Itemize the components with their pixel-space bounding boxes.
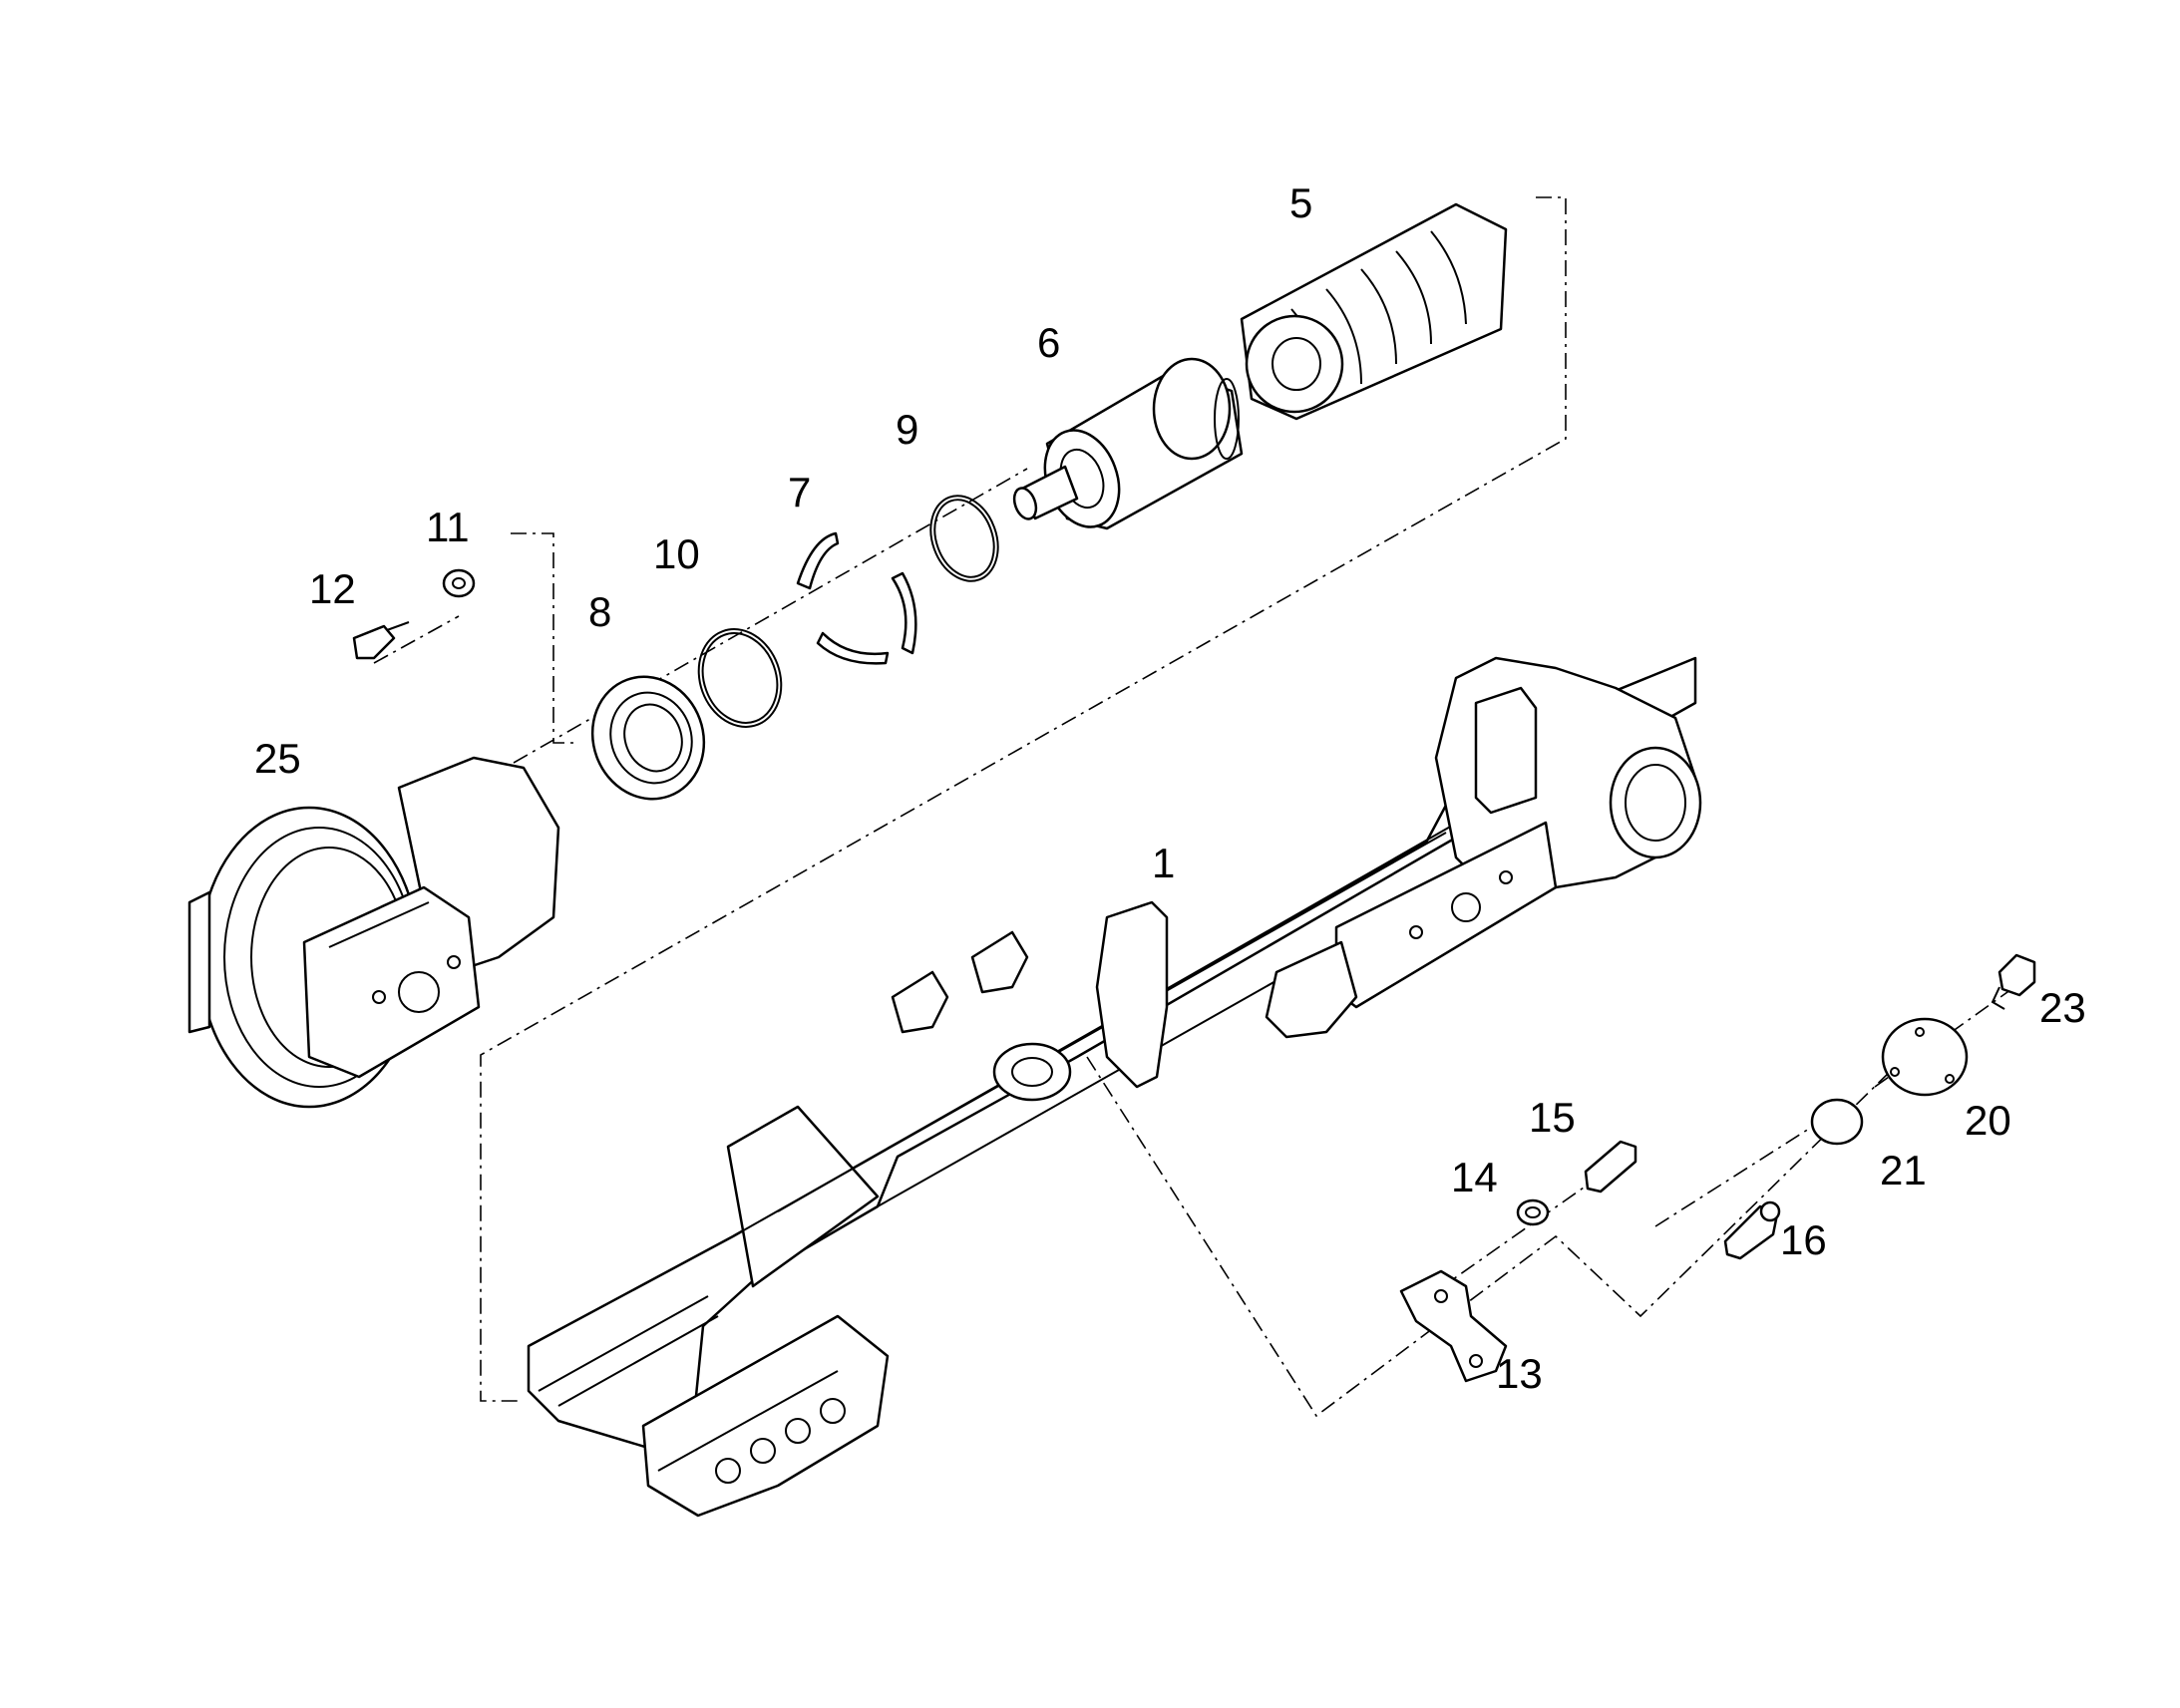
- callout-23: 23: [2039, 984, 2086, 1031]
- washer-part-11: [442, 568, 476, 598]
- o-ring-part-21: [1810, 1098, 1864, 1146]
- cover-plate-part-20: [1881, 1017, 1969, 1097]
- split-rings-part-7: [796, 531, 917, 665]
- callout-20: 20: [1965, 1097, 2011, 1144]
- seal-part-8: [590, 675, 706, 801]
- callout-labels: 1 5 6 7 8 9 10 11 12 13 14 15 16 20 21 2…: [254, 179, 2086, 1397]
- callout-14: 14: [1451, 1154, 1498, 1200]
- bolt-part-15: [1584, 1140, 1637, 1194]
- grease-fitting-part-16: [1723, 1200, 1781, 1260]
- plug-part-23: [1991, 953, 2036, 1010]
- callout-11: 11: [426, 504, 470, 550]
- cylinder-part-6: [1012, 357, 1244, 530]
- spring-part-5: [1240, 202, 1508, 421]
- callout-5: 5: [1289, 179, 1312, 226]
- callout-9: 9: [896, 406, 918, 453]
- callout-12: 12: [309, 565, 356, 612]
- callout-15: 15: [1529, 1094, 1576, 1141]
- o-ring-part-10: [697, 628, 783, 728]
- callout-16: 16: [1780, 1216, 1827, 1263]
- callout-6: 6: [1037, 319, 1060, 366]
- callout-25: 25: [254, 735, 301, 782]
- callout-7: 7: [788, 469, 811, 515]
- washer-part-14: [1516, 1198, 1550, 1226]
- bracket-part-13: [1399, 1269, 1508, 1383]
- track-frame-part-1: [527, 656, 1702, 1518]
- callout-1: 1: [1152, 840, 1175, 886]
- callout-21: 21: [1880, 1147, 1927, 1194]
- idler-wheel-part-25: [187, 756, 560, 1109]
- callout-13: 13: [1496, 1350, 1543, 1397]
- callout-10: 10: [653, 530, 700, 577]
- callout-8: 8: [588, 588, 611, 635]
- bolt-part-12: [352, 621, 410, 660]
- o-ring-part-9: [929, 495, 999, 582]
